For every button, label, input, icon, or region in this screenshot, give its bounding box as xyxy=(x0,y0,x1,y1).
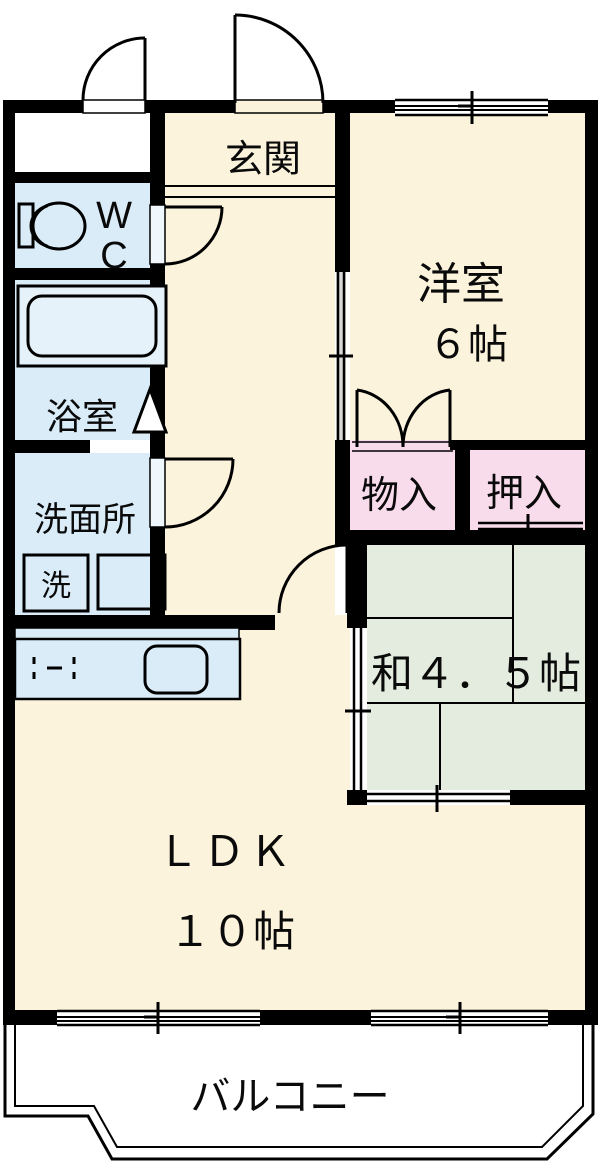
fixtures xyxy=(13,201,242,701)
ldk-floor-right xyxy=(350,805,585,1010)
japanese-room-bottom-fusuma xyxy=(367,785,510,812)
wall-below-closets xyxy=(335,530,585,545)
wall-toilet-bath xyxy=(3,268,165,280)
storage-double-door xyxy=(355,388,452,448)
wall-service-v1 xyxy=(150,113,165,205)
ldk-door-opening xyxy=(275,615,347,630)
japanese-room-label: 和４．５帖 xyxy=(371,650,581,697)
japanese-room-floor xyxy=(367,545,585,790)
western-room-sliding-door xyxy=(329,272,353,440)
japanese-room-left-fusuma xyxy=(345,628,371,790)
wall-top-3 xyxy=(323,100,395,113)
bathroom-label: 浴室 xyxy=(46,396,118,437)
toilet-door xyxy=(164,205,224,266)
kitchen-counter xyxy=(13,627,242,701)
wall-storeroom-toilet xyxy=(3,172,165,183)
openings xyxy=(82,99,453,630)
wall-hall-western xyxy=(335,113,350,272)
toilet-label-c: C xyxy=(100,235,127,277)
toilet-label-w: W xyxy=(96,195,132,237)
balcony-label: バルコニー xyxy=(190,1075,389,1119)
entrance-label: 玄関 xyxy=(225,139,301,181)
entrance-door xyxy=(233,13,325,104)
washing-machine-icon xyxy=(22,553,90,613)
walls xyxy=(3,100,598,1025)
balcony-outline xyxy=(3,1025,595,1161)
toilet-icon xyxy=(17,201,87,251)
wall-japanese-left-upper xyxy=(347,532,367,628)
tatami-lines xyxy=(367,545,585,790)
western-room-size: ６帖 xyxy=(428,323,508,367)
wall-bottom-1 xyxy=(3,1010,57,1025)
ldk-size: １０帖 xyxy=(169,908,295,955)
wall-storage-left xyxy=(335,440,350,532)
wall-washroom-kitchen xyxy=(3,615,275,630)
toilet-door-opening xyxy=(149,204,166,265)
wall-service-v3 xyxy=(150,527,165,615)
washroom-door-opening xyxy=(149,457,166,528)
western-room-label: 洋室 xyxy=(417,260,505,309)
bathtub-icon xyxy=(16,284,168,368)
storage-label: 物入 xyxy=(361,475,437,517)
wall-bottom-2 xyxy=(260,1010,371,1025)
sliding-doors xyxy=(329,272,583,812)
bathroom-door-mark xyxy=(131,384,169,434)
wall-bath-washroom xyxy=(3,440,90,453)
entrance-hall-floor xyxy=(165,113,335,615)
entrance-door-threshold xyxy=(234,99,324,114)
wall-above-closet xyxy=(450,440,585,450)
storeroom-floor xyxy=(15,113,150,172)
western-room-floor xyxy=(350,113,585,440)
window-bottom-left xyxy=(57,1002,260,1034)
washroom-floor xyxy=(15,453,150,615)
bathroom-door-opening xyxy=(90,440,150,453)
wall-storage-closet-divider xyxy=(455,450,470,530)
swing-doors xyxy=(81,13,452,614)
labels: 玄関 W C 浴室 洗面所 洗 洋室 ６帖 物入 押入 和４．５帖 ＬＤＫ １０… xyxy=(34,139,581,1119)
washroom-label: 洗面所 xyxy=(34,501,136,539)
washer-label: 洗 xyxy=(41,570,71,603)
storeroom-door-threshold xyxy=(82,99,146,114)
wall-top-2 xyxy=(145,100,235,113)
window-bottom-right xyxy=(371,1002,548,1034)
window-top xyxy=(395,91,548,124)
ldk-door xyxy=(277,543,349,614)
wall-top-1 xyxy=(3,100,83,113)
wall-japanese-bottom xyxy=(510,790,585,805)
closet-label: 押入 xyxy=(486,473,562,515)
ldk-label: ＬＤＫ xyxy=(157,828,295,875)
vanity-icon xyxy=(96,553,167,611)
closet-fusuma xyxy=(478,514,583,543)
storage-floor xyxy=(350,440,455,532)
windows xyxy=(57,91,548,1034)
stove-icon xyxy=(32,657,76,679)
sink-icon xyxy=(143,644,209,695)
wall-right xyxy=(585,100,598,1022)
entrance-step xyxy=(165,185,335,198)
wall-bottom-3 xyxy=(548,1010,598,1025)
storeroom-door xyxy=(81,36,147,101)
wall-japanese-left-corner xyxy=(347,790,367,805)
wall-left xyxy=(3,100,15,1022)
washroom-door xyxy=(164,457,235,529)
